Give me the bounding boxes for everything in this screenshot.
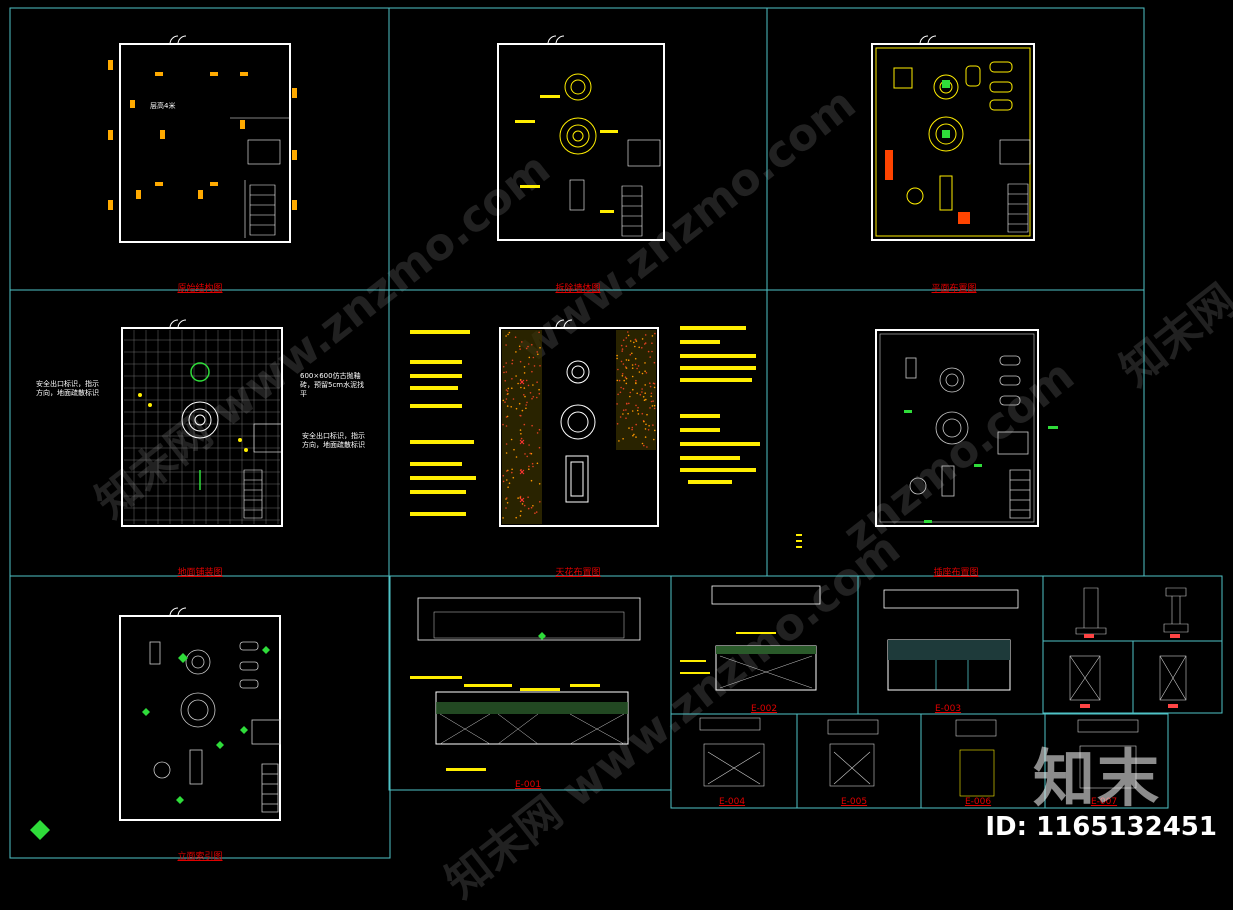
- elevation-e001: [410, 597, 641, 771]
- panel-title-demolition: 拆除墙体图: [555, 284, 601, 294]
- elevation-label: E-003: [934, 704, 962, 714]
- elevation-label: E-006: [964, 797, 992, 807]
- stair-note-left: 安全出口标识，指示方向，地面疏散标识: [36, 380, 99, 397]
- brand-logo: 知末: [1032, 742, 1161, 815]
- panel-title-floor: 地面铺装图: [177, 568, 223, 578]
- image-id: ID: 1165132451: [985, 812, 1217, 842]
- panel-layout: [871, 35, 1035, 241]
- panel-index: [30, 607, 281, 840]
- elevation-e003: [883, 589, 1019, 691]
- cad-drawing: 层高4米: [9, 7, 1223, 859]
- panel-floor: [121, 319, 283, 527]
- elevation-label: E-004: [718, 797, 746, 807]
- floor-note: 600×600仿古抛釉砖，预留5cm水泥找平: [300, 372, 365, 398]
- panel-original-structure: 层高4米: [108, 35, 297, 243]
- panel-title-index: 立面索引图: [177, 852, 223, 862]
- panel-frames: [9, 7, 1223, 859]
- elevation-label: E-001: [514, 780, 542, 790]
- panel-sockets: [796, 329, 1058, 548]
- stair-note-right: 安全出口标识，指示方向，地面疏散标识: [302, 432, 365, 449]
- panel-demolition: [497, 35, 665, 241]
- panel-ceiling: [410, 319, 760, 527]
- detail-red-tags: [1080, 634, 1180, 708]
- elevation-label: E-002: [750, 704, 778, 714]
- elevation-label: E-007: [1090, 797, 1118, 807]
- room-label: 层高4米: [150, 101, 175, 110]
- elevation-label: E-005: [840, 797, 868, 807]
- panel-title-original: 原始结构图: [177, 284, 223, 294]
- panel-title-sockets: 插座布置图: [933, 568, 979, 578]
- panel-title-layout: 平面布置图: [931, 284, 977, 294]
- elevation-e002: [680, 585, 821, 691]
- detail-drawings: [699, 587, 1189, 797]
- panel-title-ceiling: 天花布置图: [555, 568, 601, 578]
